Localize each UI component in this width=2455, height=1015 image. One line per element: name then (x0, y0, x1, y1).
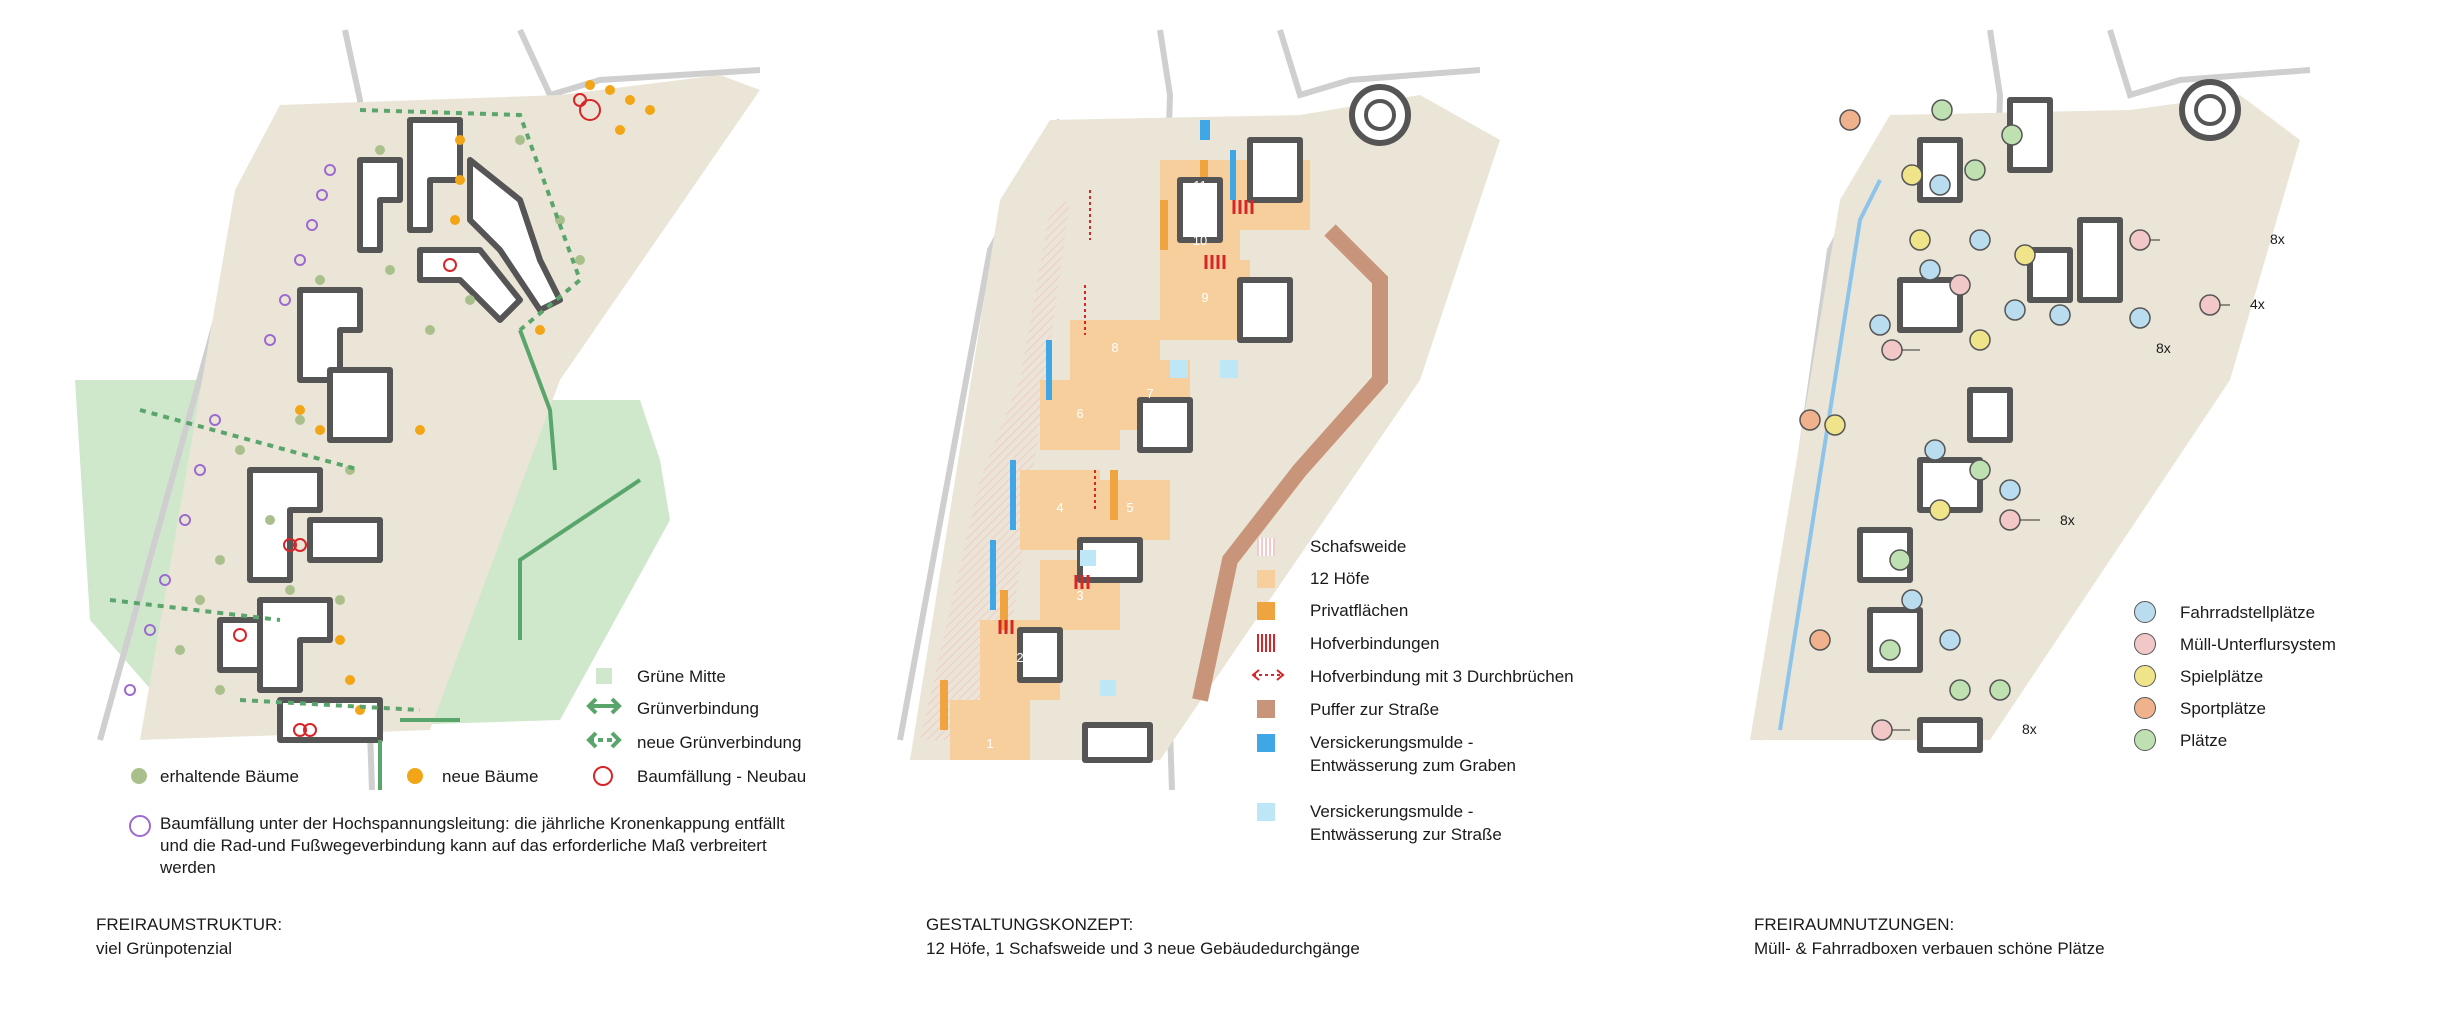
spiel-icon (2134, 665, 2156, 687)
hof-number-11: 11 (1193, 178, 1207, 193)
caption-freiraumnutzungen: FREIRAUMNUTZUNGEN: Müll- & Fahrradboxen … (1754, 913, 2105, 961)
muell-icon (2134, 633, 2156, 655)
legend-label-fahrrad: Fahrradstellplätze (2180, 603, 2316, 622)
legend-label-puffer: Puffer zur Straße (1310, 700, 1440, 719)
legend-label-privatflaechen: Privatflächen (1310, 601, 1409, 620)
caption-gestaltungskonzept: GESTALTUNGSKONZEPT: 12 Höfe, 1 Schafswei… (926, 913, 1360, 961)
legend-label-baumfaellung-neubau: Baumfällung - Neubau (637, 767, 807, 786)
legend-label-gruenverbindung: Grünverbindung (637, 699, 759, 718)
neue-gruenverbindung-arrow-icon (586, 731, 622, 749)
legend-label-mulde-graben-2: Entwässerung zum Graben (1310, 756, 1516, 775)
legend-label-neue-gruenverbindung: neue Grünverbindung (637, 733, 802, 752)
hofverbindungen-swatch (1257, 634, 1275, 652)
baumfaellung-hochspannung-icon (129, 815, 151, 837)
hof-number-7: 7 (1146, 386, 1153, 401)
legend-label-erhaltende-baeume: erhaltende Bäume (160, 767, 299, 786)
panel-freiraumstruktur: Grüne Mitte Grünverbindung neue Grünverb… (0, 0, 860, 1015)
caption-subtitle: 12 Höfe, 1 Schafsweide und 3 neue Gebäud… (926, 939, 1360, 958)
multiplier-label-1: 8x (2270, 231, 2285, 247)
hof-number-10: 10 (1193, 233, 1207, 248)
legend-label-neue-baeume: neue Bäume (442, 767, 539, 786)
hof-number-9: 9 (1201, 290, 1208, 305)
legend-label-plaetze: Plätze (2180, 731, 2228, 750)
caption-title: FREIRAUMSTRUKTUR: (96, 915, 283, 934)
caption-subtitle: viel Grünpotenzial (96, 939, 233, 958)
caption-title: FREIRAUMNUTZUNGEN: (1754, 915, 1955, 934)
hof-number-1: 1 (986, 736, 993, 751)
hof-number-2: 2 (1016, 650, 1023, 665)
neue-baeume-icon (407, 768, 423, 784)
multiplier-label-5: 8x (2022, 721, 2037, 737)
hof-number-5: 5 (1126, 500, 1133, 515)
schafsweide-swatch (1257, 538, 1275, 556)
panel-gestaltungskonzept: 1 2 3 4 5 6 7 8 9 10 11 12 Schafsweide 1… (860, 0, 1720, 1015)
privatflaechen-swatch (1257, 602, 1275, 620)
fahrrad-icon (2134, 601, 2156, 623)
caption-freiraumstruktur: FREIRAUMSTRUKTUR: viel Grünpotenzial (96, 913, 282, 961)
plaetze-icon (2134, 729, 2156, 751)
puffer-swatch (1257, 700, 1275, 718)
legend-label-hofverbindungen: Hofverbindungen (1310, 634, 1440, 653)
hof-number-6: 6 (1076, 406, 1083, 421)
hof-number-12: 12 (1263, 183, 1277, 198)
map-gestaltungskonzept: 1 2 3 4 5 6 7 8 9 10 11 12 (897, 29, 1500, 791)
legend-label-hofverbindung-durchbruch: Hofverbindung mit 3 Durchbrüchen (1310, 667, 1574, 686)
baumfaellung-neubau-icon (593, 766, 613, 786)
hof-number-4: 4 (1056, 500, 1063, 515)
gruenverbindung-arrow-icon (586, 697, 622, 715)
legend-label-gruene-mitte: Grüne Mitte (637, 667, 726, 686)
map-freiraumnutzungen (1750, 29, 2311, 753)
hoefe-swatch (1257, 570, 1275, 588)
erhaltende-baeume-icon (131, 768, 147, 784)
multiplier-label-3: 8x (2156, 340, 2171, 356)
legend-label-baumfaellung-hochspannung: Baumfällung unter der Hochspannungsleitu… (160, 814, 785, 877)
hof-number-3: 3 (1076, 588, 1083, 603)
legend-label-schafsweide: Schafsweide (1310, 537, 1407, 556)
legend-label-hoefe: 12 Höfe (1310, 569, 1370, 588)
panel-freiraumnutzungen: 8x 4x 8x 8x 8x Fahrradstellplätze Müll-U… (1720, 0, 2455, 1015)
legend-label-mulde-graben-1: Versickerungsmulde - (1310, 733, 1474, 752)
caption-subtitle: Müll- & Fahrradboxen verbauen schöne Plä… (1754, 939, 2105, 958)
hofverbindung-durchbruch-arrow-icon (1251, 669, 1285, 681)
map-freiraumstruktur (75, 28, 761, 791)
multiplier-label-4: 8x (2060, 512, 2075, 528)
legend-label-sport: Sportplätze (2180, 699, 2266, 718)
multiplier-label-2: 4x (2250, 296, 2265, 312)
caption-title: GESTALTUNGSKONZEPT: (926, 915, 1134, 934)
sport-icon (2134, 697, 2156, 719)
legend-label-spiel: Spielplätze (2180, 667, 2264, 686)
legend-label-mulde-strasse-2: Entwässerung zur Straße (1310, 825, 1502, 844)
mulde-strasse-swatch (1257, 803, 1275, 821)
gruene-mitte-swatch (596, 668, 612, 684)
legend-label-muell: Müll-Unterflursystem (2180, 635, 2336, 654)
hof-number-8: 8 (1111, 340, 1118, 355)
legend-label-mulde-strasse-1: Versickerungsmulde - (1310, 802, 1474, 821)
mulde-graben-swatch (1257, 734, 1275, 752)
